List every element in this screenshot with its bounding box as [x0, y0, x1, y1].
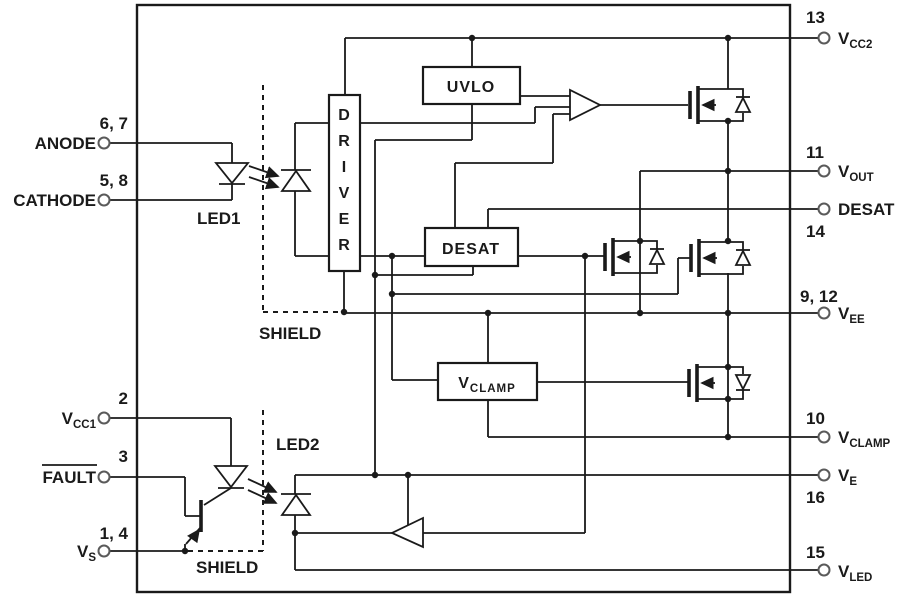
pin-label-fault: FAULT: [42, 468, 96, 487]
pin-ve-terminal: [817, 468, 831, 482]
pin-vled-terminal: [817, 563, 831, 577]
pin-label-ve: VE: [838, 466, 857, 488]
pin-label-vled: VLED: [838, 562, 872, 584]
shield-top-dashed-line: [262, 85, 344, 313]
pin-label-vclamp: VCLAMP: [838, 428, 891, 450]
shield-top-label: SHIELD: [259, 324, 321, 343]
pin-number: 3: [119, 447, 128, 466]
driver-letter: D: [338, 107, 351, 124]
pin-label-anode: ANODE: [35, 134, 96, 153]
pin-number: 10: [806, 409, 825, 428]
mosfet-mid-right: [689, 239, 752, 277]
pin-number: 11: [806, 143, 824, 162]
pin-number: 9, 12: [800, 287, 838, 306]
driver-letter: I: [342, 159, 347, 176]
pin-vee-terminal: [817, 306, 831, 320]
pin-anode-terminal: [97, 136, 111, 150]
pin-desat-terminal: [817, 202, 831, 216]
pin-number: 16: [806, 488, 825, 507]
pin-label-vcc2: VCC2: [838, 29, 872, 51]
pin-vs-terminal: [97, 544, 111, 558]
led2-symbol: [213, 465, 249, 489]
pin-number: 5, 8: [100, 171, 128, 190]
pin-cathode-terminal: [97, 193, 111, 207]
fault-bjt-symbol: [187, 500, 203, 544]
pin-label-desat: DESAT: [838, 200, 895, 219]
wires: [110, 37, 818, 571]
pin-label-vee: VEE: [838, 304, 865, 326]
pin-vclamp-terminal: [817, 430, 831, 444]
pin-terminals: [97, 31, 831, 577]
junction-dots: [181, 34, 732, 555]
pin-label-cathode: CATHODE: [13, 191, 96, 210]
driver-letter: R: [338, 237, 351, 254]
driver-letter: V: [339, 185, 351, 202]
ic-boundary-box: [135, 3, 792, 594]
led1-symbol: [214, 162, 250, 185]
pin-number: 14: [806, 222, 825, 241]
shield-bottom-label: SHIELD: [196, 558, 258, 577]
desat-block: DESAT: [423, 226, 520, 268]
pin-vcc2-terminal: [817, 31, 831, 45]
left-pin-labels: 6, 7 ANODE 5, 8 CATHODE 2 VCC1 3 FAULT 1…: [13, 114, 128, 564]
led1-light-arrows: [248, 165, 280, 190]
pin-number: 2: [119, 389, 128, 408]
pin-fault-terminal: [97, 470, 111, 484]
pin-number: 15: [806, 543, 825, 562]
output-buffer-triangle: [569, 88, 603, 122]
shield-bottom-dashed-line: [185, 410, 264, 552]
pin-number: 13: [806, 8, 825, 27]
led1-label: LED1: [197, 209, 240, 228]
pin-number: 6, 7: [100, 114, 128, 133]
uvlo-block: UVLO: [421, 65, 522, 106]
mosfet-mid-left: [603, 238, 666, 276]
photodiode2-symbol: [280, 493, 312, 516]
driver-letter: E: [339, 211, 351, 228]
pin-label-vs: VS: [77, 542, 96, 564]
pin-number: 1, 4: [100, 524, 129, 543]
led2-label: LED2: [276, 435, 319, 454]
pin-label-vcc1: VCC1: [62, 409, 97, 431]
led2-light-arrows: [247, 478, 278, 504]
mosfet-clamp: [687, 364, 752, 402]
fault-inverter-triangle: [389, 516, 424, 549]
desat-label: DESAT: [442, 241, 500, 258]
vclamp-block: VCLAMP: [436, 361, 539, 402]
photodiode1-symbol: [280, 169, 312, 192]
vclamp-label: VCLAMP: [458, 375, 516, 395]
pin-label-vout: VOUT: [838, 162, 874, 184]
driver-letter: R: [338, 133, 351, 150]
mosfet-top: [688, 86, 752, 124]
pin-vout-terminal: [817, 164, 831, 178]
right-pin-labels: 13 VCC2 11 VOUT DESAT 14 9, 12 VEE 10 VC…: [800, 8, 895, 584]
pin-vcc1-terminal: [97, 411, 111, 425]
uvlo-label: UVLO: [447, 79, 495, 96]
driver-block: D R I V E R: [327, 93, 362, 273]
